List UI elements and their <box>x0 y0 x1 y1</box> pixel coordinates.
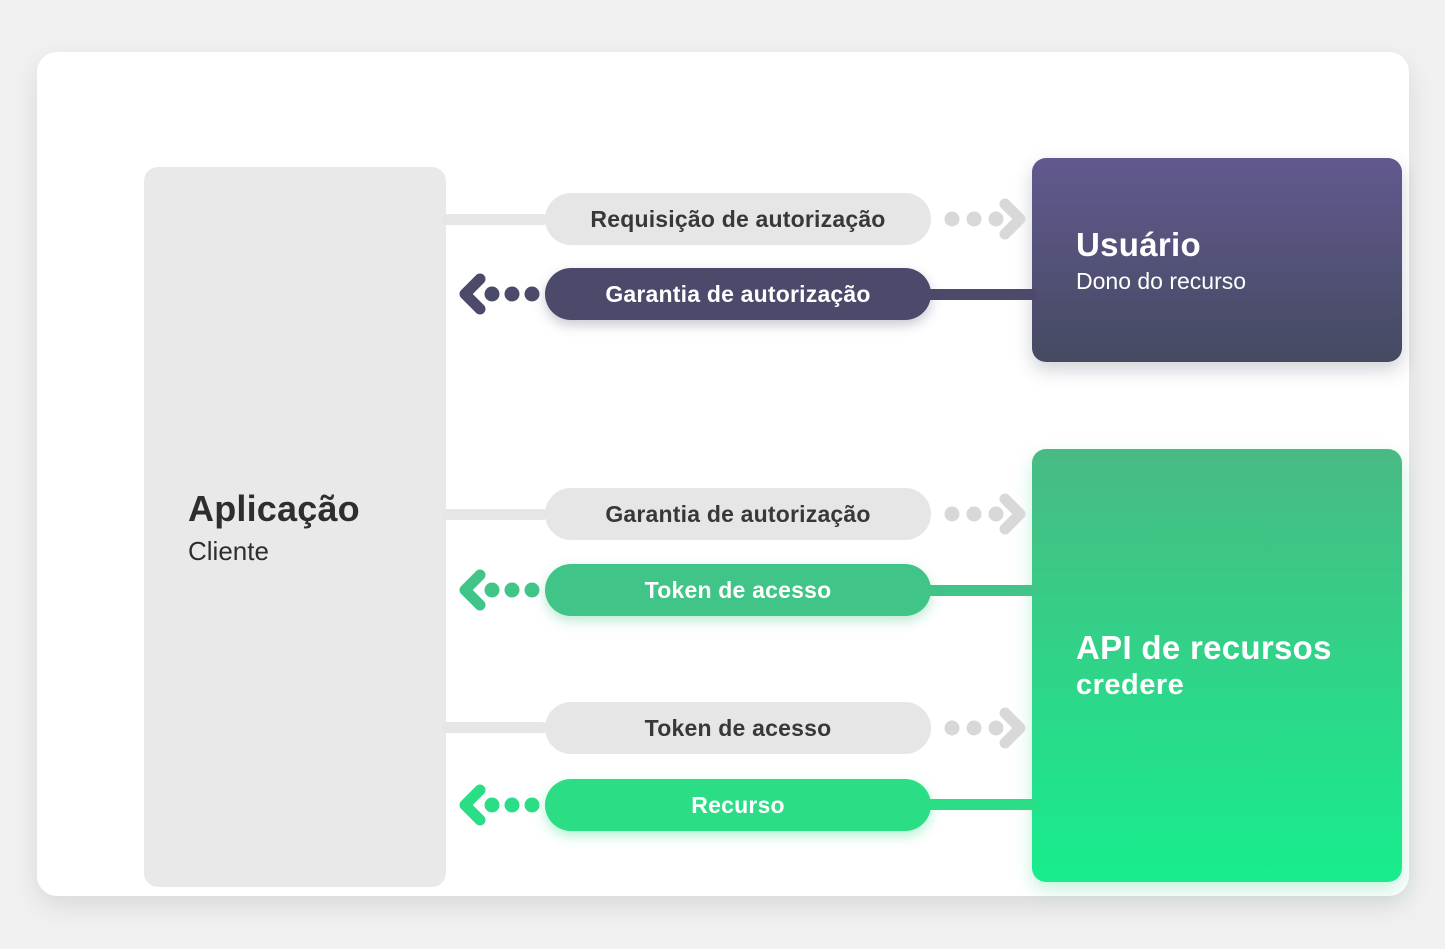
pill-resource-return: Recurso <box>545 779 931 831</box>
client-box-subtitle: Cliente <box>188 535 269 566</box>
api-box: API de recursos credere <box>1032 449 1402 882</box>
pill-authorization-grant-return: Garantia de autorização <box>545 268 931 320</box>
pill-access-token-send: Token de acesso <box>545 702 931 754</box>
connector-client-to-access-token <box>442 722 548 733</box>
user-box-subtitle: Dono do recurso <box>1076 267 1247 294</box>
user-box-title: Usuário <box>1076 225 1201 263</box>
pill-access-token-return: Token de acesso <box>545 564 931 616</box>
connector-api-to-access-token <box>925 585 1037 596</box>
dotted-arrow-right-icon <box>944 198 1026 240</box>
user-box: Usuário Dono do recurso <box>1032 158 1402 362</box>
dotted-arrow-right-icon <box>944 493 1026 535</box>
dotted-arrow-left-icon <box>459 273 540 315</box>
connector-client-to-auth-grant <box>442 509 548 520</box>
dotted-arrow-left-icon <box>459 569 540 611</box>
client-box-title: Aplicação <box>188 487 360 529</box>
connector-api-to-resource <box>925 799 1037 810</box>
diagram-card: Aplicação Cliente Usuário Dono do recurs… <box>37 52 1409 896</box>
dotted-arrow-right-icon <box>944 707 1026 749</box>
dotted-arrow-left-icon <box>459 784 540 826</box>
client-box: Aplicação Cliente <box>144 167 446 887</box>
connector-user-to-auth-grant <box>925 289 1037 300</box>
connector-client-to-auth-request <box>442 214 548 225</box>
api-box-title: API de recursos <box>1076 629 1332 666</box>
pill-authorization-request: Requisição de autorização <box>545 193 931 245</box>
credere-logo: credere <box>1076 669 1185 701</box>
pill-authorization-grant-send: Garantia de autorização <box>545 488 931 540</box>
